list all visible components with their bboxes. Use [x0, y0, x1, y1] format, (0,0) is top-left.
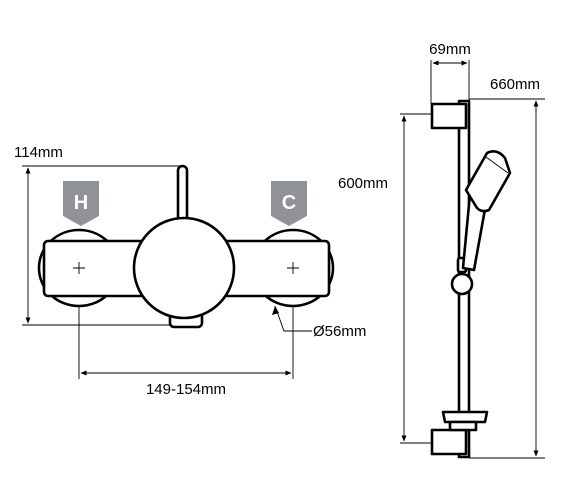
cold-badge-shape — [271, 181, 307, 226]
slider-knob — [450, 272, 474, 296]
top-wall-bracket — [430, 102, 468, 130]
centres-label: 149-154mm — [146, 381, 226, 398]
rail-height-label: 600mm — [338, 175, 388, 192]
diameter-leader-line — [274, 305, 312, 332]
rail-depth-label: 69mm — [429, 41, 471, 58]
diameter-leader-arrow — [272, 306, 279, 315]
control-knob — [132, 216, 236, 320]
cold-centre-marker — [287, 262, 299, 274]
cold-badge: C — [271, 181, 307, 226]
thermostatic-valve: 114mm 149-154mm H C Ø56mm — [14, 144, 366, 398]
valve-height-label: 114mm — [14, 144, 63, 161]
overall-height-label: 660mm — [490, 76, 540, 93]
riser-rail-kit: 69mm 600mm 660mm — [338, 41, 545, 459]
hot-badge: H — [63, 181, 99, 226]
soap-dish — [441, 410, 489, 424]
soap-dish-collar — [448, 420, 478, 432]
hot-badge-shape — [63, 181, 99, 226]
hot-centre-marker — [73, 262, 85, 274]
diameter-label: Ø56mm — [313, 323, 366, 340]
cold-badge-letter: C — [282, 192, 296, 214]
hot-badge-letter: H — [74, 192, 88, 214]
handset-face-line — [485, 156, 509, 174]
shower-handset-head — [464, 150, 512, 213]
bottom-wall-bracket — [430, 428, 468, 456]
